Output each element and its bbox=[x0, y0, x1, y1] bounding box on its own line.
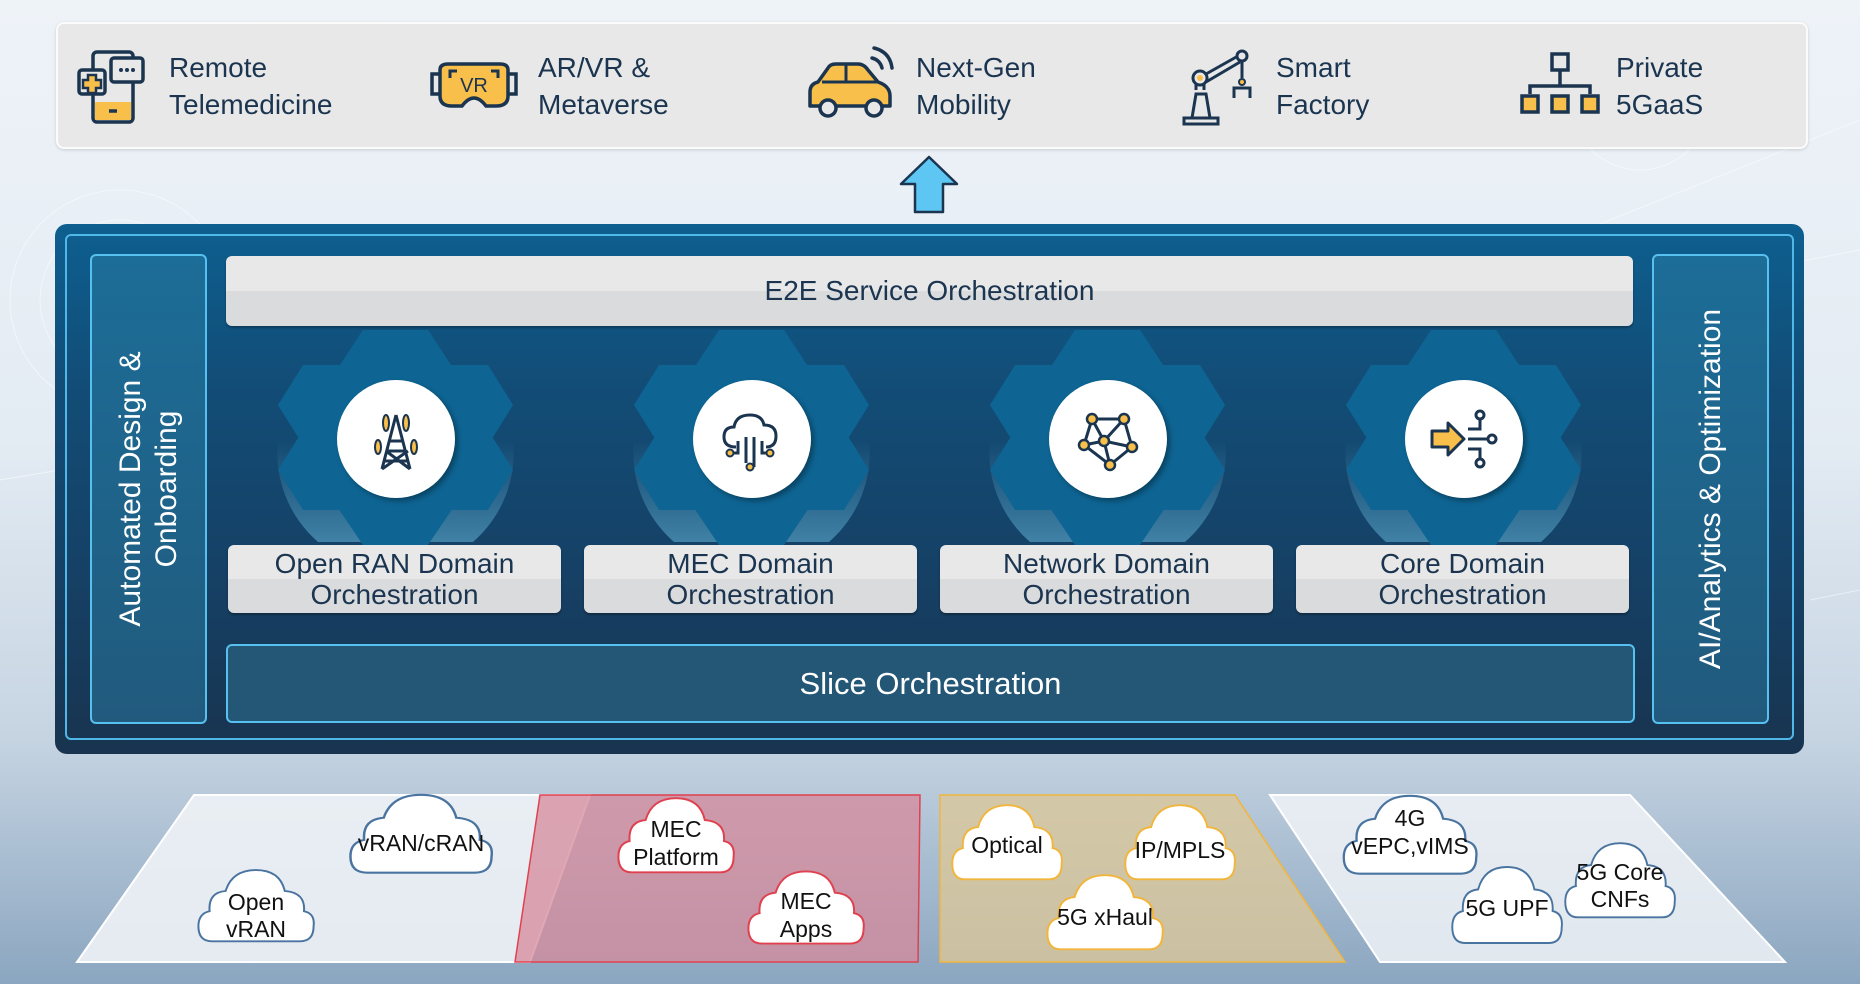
side-label-line2: Onboarding bbox=[149, 410, 183, 568]
data-routing-icon bbox=[1430, 409, 1498, 469]
robot-arm-icon bbox=[1182, 49, 1252, 125]
network-mesh-icon bbox=[1077, 412, 1139, 472]
cloud-label: CNFs bbox=[1591, 886, 1650, 912]
use-case-label-line1: Next-Gen bbox=[916, 51, 1036, 83]
domain-label-line1: Network Domain bbox=[1003, 548, 1210, 579]
use-case-ar-vr-metaverse[interactable]: VR AR/VR & Metaverse bbox=[424, 24, 669, 147]
use-case-label-line1: Remote bbox=[169, 51, 268, 83]
infrastructure-layer: vRAN/cRAN Open vRAN MEC Platform MEC App… bbox=[75, 793, 1788, 963]
cloud-label: Open bbox=[228, 889, 284, 915]
cloud-label: 5G UPF bbox=[1465, 895, 1548, 921]
cloud-label: vRAN/cRAN bbox=[358, 830, 485, 856]
orchestration-platform-panel: Automated Design &Onboarding AI/Analytic… bbox=[55, 224, 1804, 754]
vr-badge-text: VR bbox=[460, 75, 488, 97]
ai-analytics-optimization-panel[interactable]: AI/Analytics & Optimization bbox=[1652, 254, 1769, 724]
use-case-label-line2: Telemedicine bbox=[169, 88, 333, 120]
use-case-label-line1: Smart bbox=[1276, 51, 1351, 83]
use-case-label-line2: Mobility bbox=[916, 88, 1011, 120]
domain-icon-circle bbox=[693, 380, 811, 498]
cloud-label: Apps bbox=[780, 916, 832, 942]
cloud-label: 4G bbox=[1395, 805, 1426, 831]
domain-label-line1: MEC Domain bbox=[667, 548, 834, 579]
cloud-label: 5G xHaul bbox=[1057, 904, 1153, 930]
use-case-private-5gaas[interactable]: Private 5GaaS bbox=[1518, 24, 1703, 147]
ran-plane bbox=[75, 794, 592, 963]
cloud-label: 5G Core bbox=[1577, 859, 1664, 885]
use-case-label-line1: AR/VR & bbox=[538, 51, 651, 83]
cloud-label: Platform bbox=[633, 844, 719, 870]
domain-label-line1: Open RAN Domain bbox=[274, 548, 515, 579]
cloud-label: IP/MPLS bbox=[1135, 837, 1226, 863]
connected-car-icon bbox=[808, 45, 894, 118]
e2e-service-orchestration-bar[interactable]: E2E Service Orchestration bbox=[226, 256, 1633, 326]
cloud-label: vEPC,vIMS bbox=[1351, 833, 1469, 859]
cloud-label: MEC bbox=[650, 816, 701, 842]
slice-orchestration-bar[interactable]: Slice Orchestration bbox=[226, 644, 1635, 723]
vr-headset-icon: VR bbox=[430, 61, 518, 108]
domain-label-line1: Core Domain bbox=[1380, 548, 1545, 579]
domain-icon-circle bbox=[1049, 380, 1167, 498]
panel-border bbox=[65, 234, 1794, 740]
side-label-line1: Automated Design & bbox=[113, 351, 147, 627]
domain-label-line2: Orchestration bbox=[310, 579, 479, 610]
side-label: AI/Analytics & Optimization bbox=[1693, 308, 1727, 670]
domain-icon-circle bbox=[337, 380, 455, 498]
use-case-label-line1: Private bbox=[1616, 51, 1704, 83]
domain-label-line2: Orchestration bbox=[1022, 579, 1191, 610]
cloud-label: MEC bbox=[780, 888, 831, 914]
automated-design-onboarding-panel[interactable]: Automated Design &Onboarding bbox=[90, 254, 207, 724]
use-case-label-line2: Factory bbox=[1276, 88, 1370, 120]
cloud-label: vRAN bbox=[226, 916, 286, 942]
up-arrow-icon bbox=[899, 155, 959, 214]
cell-tower-icon bbox=[374, 414, 418, 471]
use-case-label-line2: 5GaaS bbox=[1616, 88, 1704, 120]
domain-label-line2: Orchestration bbox=[666, 579, 835, 610]
hierarchy-network-icon bbox=[1520, 51, 1600, 114]
use-case-label-line2: Metaverse bbox=[538, 88, 669, 120]
cloud-label: Optical bbox=[971, 832, 1043, 858]
domain-label-line2: Orchestration bbox=[1378, 579, 1547, 610]
domain-icon-circle bbox=[1405, 380, 1523, 498]
telemedicine-phone-icon bbox=[77, 49, 145, 124]
cloud-computing-icon bbox=[722, 413, 778, 472]
